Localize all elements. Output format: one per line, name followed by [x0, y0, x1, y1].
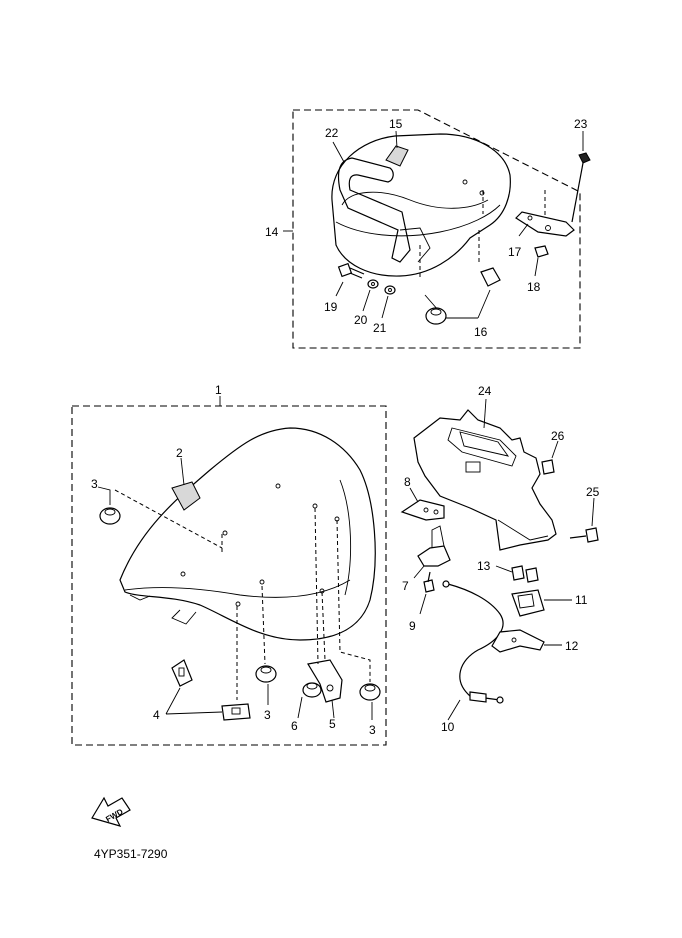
bracket-8	[400, 499, 445, 521]
damper-3-mid	[255, 665, 277, 683]
label-6: 6	[291, 719, 298, 733]
label-20: 20	[354, 313, 368, 327]
rubber-cushion	[480, 267, 501, 287]
front-seat-group	[71, 396, 387, 746]
label-5: 5	[329, 717, 336, 731]
label-17: 17	[508, 245, 522, 259]
washer-20	[367, 279, 379, 289]
label-7: 7	[402, 579, 409, 593]
damper-3-left	[99, 507, 121, 525]
label-3-left: 3	[91, 477, 98, 491]
label-12: 12	[565, 639, 579, 653]
bolt-26	[541, 459, 555, 475]
label-3-right: 3	[369, 723, 376, 737]
label-9: 9	[409, 619, 416, 633]
seat-lock-11	[511, 589, 545, 617]
label-26: 26	[551, 429, 565, 443]
bracket-7	[417, 545, 451, 567]
clip-4-top	[171, 659, 193, 687]
washer-21	[384, 285, 396, 295]
clip-4-bottom	[221, 703, 251, 721]
label-19: 19	[324, 300, 338, 314]
rear-emblem	[385, 145, 409, 167]
label-22: 22	[325, 126, 339, 140]
bolt-13	[495, 565, 539, 583]
label-3-mid: 3	[264, 708, 271, 722]
front-seat	[119, 427, 376, 641]
label-24: 24	[478, 384, 492, 398]
label-23: 23	[574, 117, 588, 131]
label-16: 16	[474, 325, 488, 339]
label-14: 14	[265, 225, 279, 239]
bolt-23	[571, 131, 591, 223]
seat-lock-group	[400, 398, 599, 721]
bracket-17	[515, 211, 575, 237]
bolt-19	[337, 262, 365, 279]
label-1: 1	[215, 383, 222, 397]
nut-18	[534, 245, 549, 258]
bolt-9	[419, 571, 435, 615]
label-8: 8	[404, 475, 411, 489]
bracket-5	[307, 659, 343, 703]
rear-seat-group	[283, 109, 591, 349]
label-2: 2	[176, 446, 183, 460]
front-emblem	[171, 481, 201, 511]
seat-cover-24	[413, 409, 557, 551]
bolt-25	[585, 527, 599, 543]
damper-3-right	[359, 683, 381, 701]
label-18: 18	[527, 280, 541, 294]
label-21: 21	[373, 321, 387, 335]
label-13: 13	[477, 559, 491, 573]
label-4: 4	[153, 708, 160, 722]
label-10: 10	[441, 720, 455, 734]
label-15: 15	[389, 117, 403, 131]
diagram-code: 4YP351-7290	[94, 847, 168, 861]
rear-seat-pad	[331, 133, 511, 277]
label-11: 11	[575, 593, 588, 607]
bracket-12	[491, 629, 545, 653]
label-25: 25	[586, 485, 600, 499]
grab-rail	[337, 157, 411, 263]
fwd-arrow-icon: FWD	[91, 796, 131, 827]
collar-6	[302, 682, 322, 698]
